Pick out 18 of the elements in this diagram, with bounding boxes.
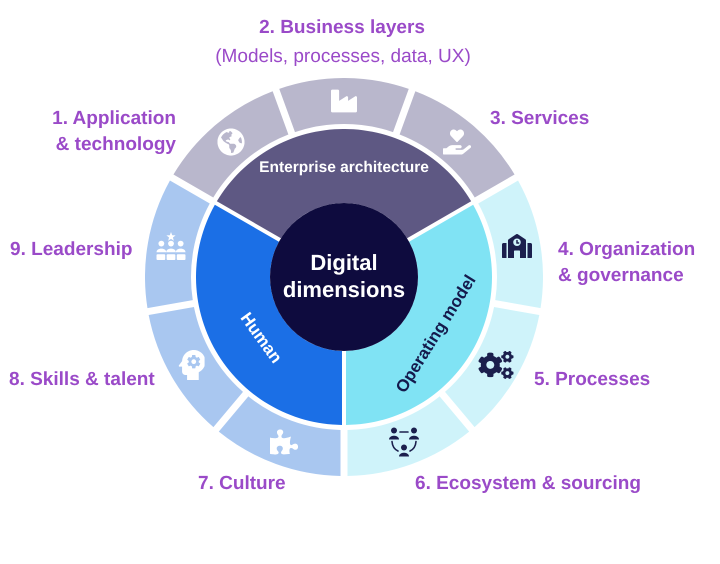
- outer-ring-segment: [145, 180, 210, 309]
- outer-ring-segment: [218, 396, 341, 476]
- segment-label: 9. Leadership: [10, 238, 132, 262]
- segment-label: 7. Culture: [198, 472, 286, 496]
- segment-label: 6. Ecosystem & sourcing: [415, 472, 641, 496]
- segment-label: 1. Application & technology: [51, 107, 176, 157]
- segment-label: 2. Business layers: [259, 16, 425, 40]
- segment-label: 3. Services: [490, 107, 590, 131]
- segment-label: (Models, processes, data, UX): [215, 45, 471, 69]
- inner-ring-segment: [216, 129, 472, 239]
- segment-label: 4. Organization & governance: [558, 238, 696, 288]
- segment-label: 5. Processes: [534, 368, 650, 392]
- segment-label: 8. Skills & talent: [9, 368, 155, 392]
- outer-ring-segment: [347, 396, 470, 476]
- outer-ring-segment: [279, 78, 409, 133]
- center-title: Digital dimensions: [282, 250, 406, 304]
- segment-title: Enterprise architecture: [259, 159, 429, 177]
- outer-ring-segment: [478, 180, 543, 309]
